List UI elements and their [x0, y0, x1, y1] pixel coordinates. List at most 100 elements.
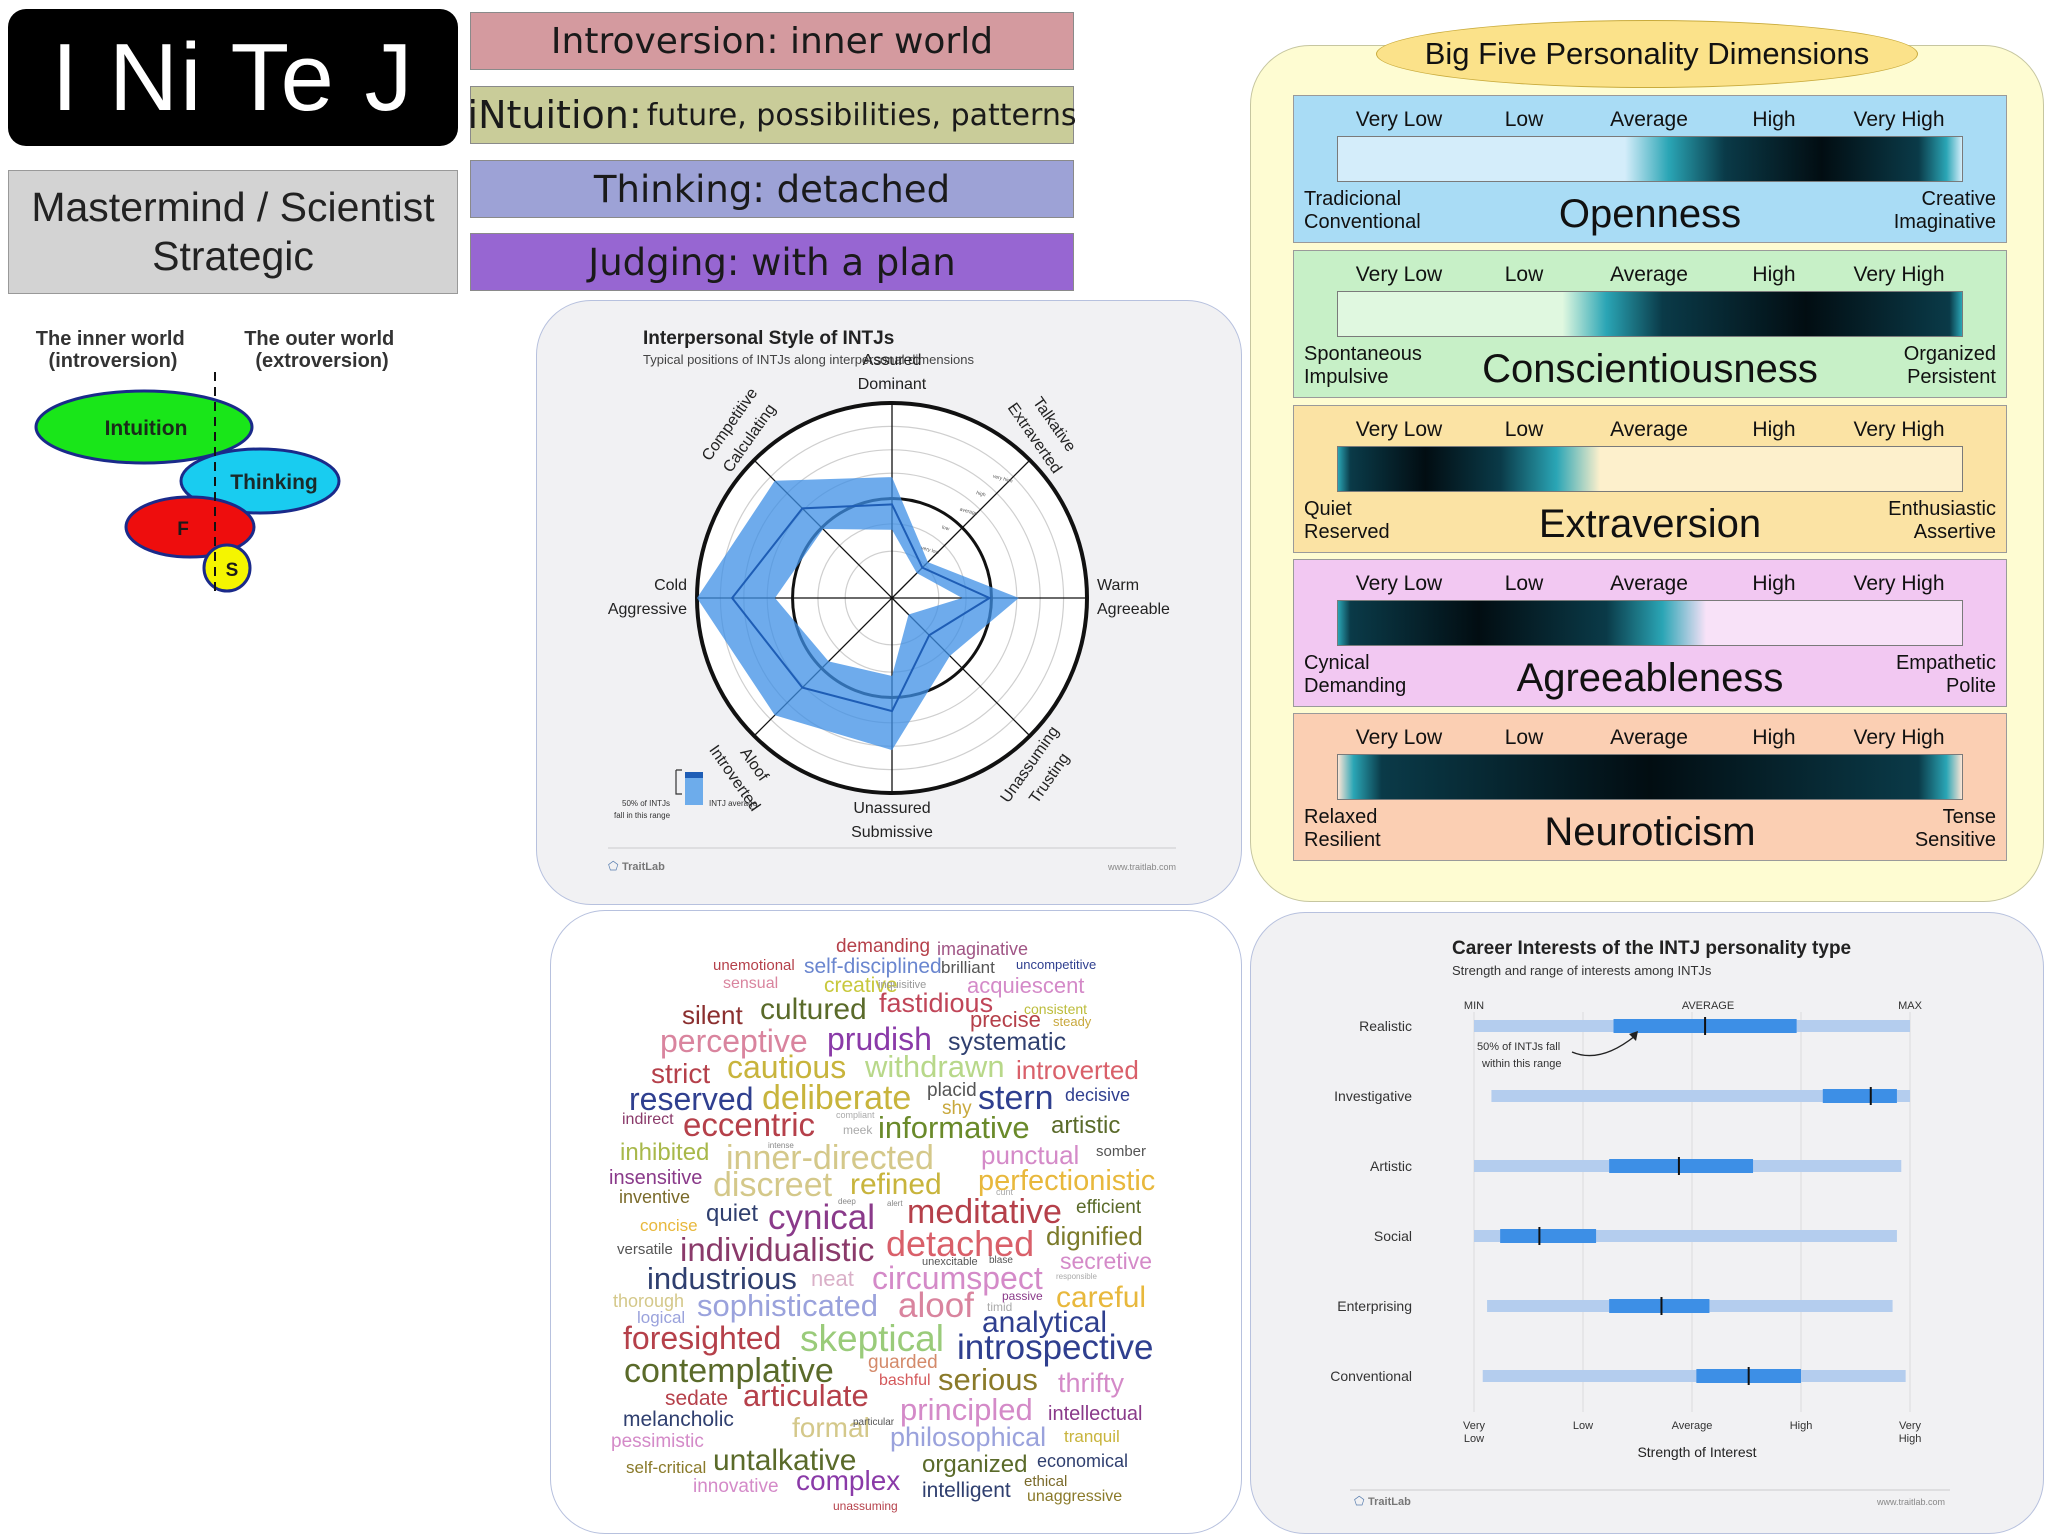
career-x-tick: Average	[1672, 1420, 1713, 1432]
cloud-word: inventive	[619, 1187, 691, 1207]
descriptor-line: Enthusiastic	[1888, 498, 1996, 520]
cloud-word: intelligent	[922, 1479, 1011, 1502]
cloud-word: perceptive	[660, 1023, 808, 1059]
cloud-word: versatile	[617, 1241, 673, 1258]
cloud-word: unemotional	[713, 957, 795, 974]
interpersonal-chart: Interpersonal Style of INTJs Typical pos…	[608, 328, 1176, 873]
radar-axis-label-line1: Warm	[1097, 577, 1139, 594]
cloud-word: refined	[850, 1168, 942, 1201]
cloud-word: deliberate	[762, 1079, 912, 1117]
legend-range-line2: fall in this range	[614, 811, 671, 820]
descriptor-line: Impulsive	[1304, 366, 1389, 388]
legend-range-line1: 50% of INTJs	[622, 799, 670, 808]
cloud-word: sedate	[665, 1387, 729, 1410]
career-x-tick-line1: Very	[1899, 1420, 1922, 1432]
cloud-word: cunt	[996, 1187, 1014, 1197]
cloud-word: quiet	[706, 1200, 759, 1227]
cloud-word: reserved	[629, 1081, 754, 1117]
letter-key: Thinking:	[593, 167, 765, 211]
cloud-word: contemplative	[624, 1352, 834, 1390]
scale-label: High	[1752, 726, 1796, 749]
cloud-word: somber	[1096, 1143, 1147, 1160]
career-iqr-range	[1500, 1229, 1597, 1243]
scale-label: Average	[1610, 263, 1688, 286]
cloud-word: indirect	[622, 1111, 674, 1128]
cloud-word: stern	[978, 1079, 1054, 1117]
trait-range-bar	[1337, 446, 1963, 492]
big-five-title-badge: Big Five Personality Dimensions	[1376, 20, 1918, 88]
radar-axis-label-line1: Unassured	[853, 800, 930, 817]
outer-world-line2: (extroversion)	[255, 350, 388, 372]
cloud-word: imaginative	[937, 939, 1029, 959]
cloud-word: dignified	[1046, 1221, 1143, 1251]
cloud-word: economical	[1037, 1451, 1129, 1471]
letter-key: Introversion:	[550, 20, 779, 62]
cloud-word: self-disciplined	[804, 955, 942, 978]
interpersonal-legend: 50% of INTJs fall in this range INTJ ave…	[614, 769, 758, 820]
letter-bar-judging: Judging: with a plan	[470, 233, 1074, 291]
inner-world-line1: The inner world	[36, 328, 185, 350]
career-x-tick-line1: High	[1790, 1420, 1813, 1432]
cloud-word: aloof	[898, 1286, 974, 1325]
cloud-word: concise	[640, 1216, 698, 1235]
radar-average-line	[730, 503, 992, 713]
feeling-label: F	[177, 519, 189, 540]
scale-label: Average	[1610, 572, 1688, 595]
cloud-word: articulate	[743, 1378, 869, 1413]
legend-avg-swatch	[685, 772, 703, 778]
descriptor-line: Spontaneous	[1304, 343, 1422, 365]
descriptor-line: Organized	[1903, 343, 1996, 365]
cloud-word: innovative	[693, 1476, 779, 1497]
career-x-tick-line2: Low	[1464, 1433, 1484, 1445]
scale-label: Very High	[1853, 726, 1945, 749]
cloud-word: meek	[843, 1123, 873, 1137]
cloud-word: intense	[768, 1141, 794, 1150]
radar-axis-label-line1: Assured	[863, 352, 922, 369]
traitlab-logo: ⬠	[608, 859, 619, 873]
cloud-word: passive	[1002, 1289, 1043, 1303]
cloud-word: blase	[989, 1255, 1013, 1266]
type-code: I Ni Te J	[51, 23, 415, 131]
scale-label: High	[1752, 108, 1796, 131]
nickname-line2: Strategic	[152, 233, 314, 279]
career-min-label: MIN	[1464, 1000, 1484, 1012]
scale-label: Low	[1504, 108, 1544, 131]
cloud-word: meditative	[907, 1193, 1062, 1231]
scale-label: Low	[1504, 263, 1544, 286]
scale-label: High	[1752, 418, 1796, 441]
cloud-word: eccentric	[683, 1106, 816, 1143]
cloud-word: inquisitive	[878, 979, 927, 991]
scale-label: Very High	[1853, 263, 1945, 286]
descriptor-line: Empathetic	[1895, 652, 1996, 674]
descriptor-line: Reserved	[1304, 521, 1390, 543]
cloud-word: brilliant	[941, 958, 995, 977]
radar-axis-label-line2: Submissive	[851, 824, 933, 841]
nickname-line1: Mastermind / Scientist	[31, 183, 435, 230]
cloud-word: steady	[1053, 1014, 1092, 1029]
career-panel	[1250, 912, 2044, 1534]
thinking-label: Thinking	[230, 471, 318, 494]
feeling-bubble	[124, 495, 256, 559]
scale-label: Very High	[1853, 418, 1945, 441]
letter-desc: with a plan	[751, 240, 956, 284]
cloud-word: unassuming	[833, 1499, 898, 1513]
trait-range-bar	[1337, 600, 1963, 646]
cloud-word: inhibited	[620, 1139, 710, 1166]
scale-label: High	[1752, 263, 1796, 286]
career-row-label: Artistic	[1370, 1158, 1412, 1174]
traitlab-url: www.traitlab.com	[1107, 862, 1176, 872]
type-code-box: I Ni Te J	[8, 9, 458, 146]
cloud-word: cultured	[760, 993, 867, 1026]
descriptor-line: Polite	[1945, 675, 1996, 697]
